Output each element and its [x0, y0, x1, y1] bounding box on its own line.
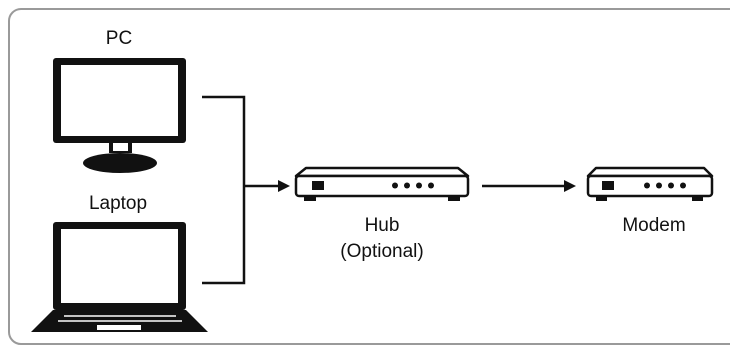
diagram-frame [8, 8, 730, 345]
laptop-connector-line [202, 186, 246, 285]
hub-device-icon [294, 166, 470, 201]
pc-monitor-icon [53, 58, 186, 173]
pc-label: PC [106, 28, 132, 49]
laptop-icon [31, 222, 208, 332]
modem-label: Modem [622, 215, 685, 236]
connector-lines [202, 95, 280, 285]
pc-connector-line [202, 95, 246, 186]
arrow-to-hub-icon [278, 180, 290, 192]
arrow-to-modem-icon [564, 180, 576, 192]
modem-device-icon [586, 166, 714, 201]
hub-label: Hub [365, 215, 400, 236]
hub-optional-label: (Optional) [340, 241, 423, 262]
laptop-label: Laptop [89, 193, 147, 214]
